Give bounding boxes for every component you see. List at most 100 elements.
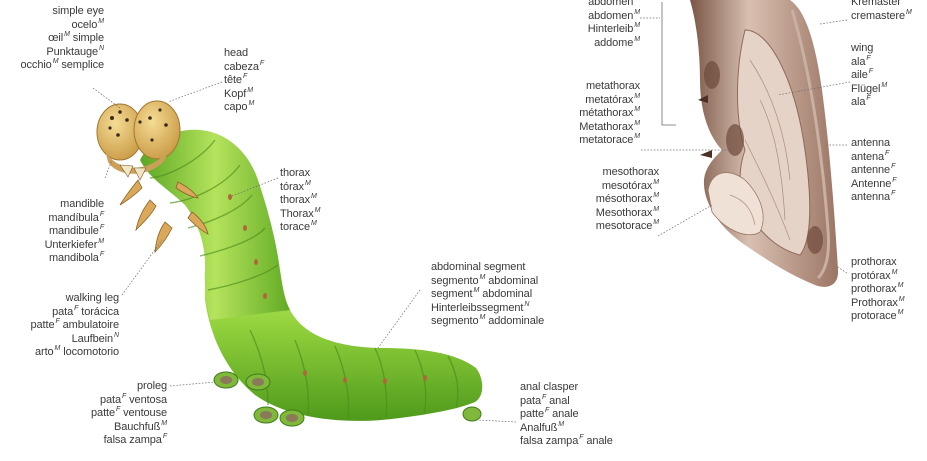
term-text: mésothorax <box>596 193 652 205</box>
label-line: thorax <box>280 167 320 181</box>
term-text: abdominal segment <box>431 261 525 273</box>
term-tail: semplice <box>58 59 104 71</box>
label-line: patteF anale <box>520 408 613 422</box>
term-tail: ambulatoire <box>60 319 119 331</box>
term-text: tórax <box>280 181 304 193</box>
gender-marker: N <box>99 45 104 52</box>
term-text: Unterkiefer <box>45 239 98 251</box>
gender-marker: M <box>248 100 254 107</box>
label-thorax: thoraxtóraxMthoraxMThoraxMtoraceM <box>280 167 320 235</box>
label-line: métathoraxM <box>579 107 640 121</box>
label-line: BauchfußM <box>91 421 167 435</box>
label-line: head <box>224 47 264 61</box>
label-line: ThoraxM <box>280 208 320 222</box>
term-tail: anale <box>583 435 612 447</box>
term-text: œil <box>48 32 63 44</box>
term-text: abdomen <box>588 10 633 22</box>
term-text: prothorax <box>851 283 897 295</box>
label-line: occhioM semplice <box>21 59 105 73</box>
gender-marker: M <box>161 420 167 427</box>
label-line: antenaF <box>851 151 896 165</box>
term-text: pata <box>100 394 121 406</box>
label-line: antennaF <box>851 191 896 205</box>
term-tail: anal <box>546 395 569 407</box>
label-line: prothoraxM <box>851 283 905 297</box>
label-line: abdomenM <box>588 10 640 24</box>
term-text: Flügel <box>851 83 880 95</box>
term-text: arto <box>35 346 54 358</box>
label-line: protoraceM <box>851 310 905 324</box>
pupa <box>690 0 838 287</box>
label-line: mesothorax <box>596 166 659 180</box>
gender-marker: F <box>891 190 895 197</box>
label-line: walking leg <box>31 292 120 306</box>
gender-marker: F <box>866 95 870 102</box>
gender-marker: F <box>100 211 104 218</box>
gender-marker: F <box>891 163 895 170</box>
gender-marker: N <box>114 332 119 339</box>
label-anal-clasper: anal clasperpataF analpatteF analeAnalfu… <box>520 381 613 449</box>
label-line: patteF ambulatoire <box>31 319 120 333</box>
term-text: Mesothorax <box>596 207 652 219</box>
gender-marker: F <box>100 224 104 231</box>
abdomen-bracket <box>662 2 676 125</box>
label-line: aileF <box>851 69 887 83</box>
label-line: prothorax <box>851 256 905 270</box>
term-text: Bauchfuß <box>114 421 160 433</box>
gender-marker: F <box>100 251 104 258</box>
term-text: protórax <box>851 270 891 282</box>
label-line: UnterkieferM <box>45 239 104 253</box>
label-walking-leg: walking legpataF torácicapatteF ambulato… <box>31 292 120 360</box>
label-line: mesotoraceM <box>596 220 659 234</box>
label-metathorax: metathoraxmetatóraxMmétathoraxMMetathora… <box>579 80 640 148</box>
term-tail: abdominal <box>479 288 532 300</box>
gender-marker: M <box>892 269 898 276</box>
term-tail: ventouse <box>120 407 167 419</box>
gender-marker: F <box>866 55 870 62</box>
label-line: simple eye <box>21 5 105 19</box>
label-line: KremasterM <box>851 0 912 10</box>
term-text: Kremaster <box>851 0 901 8</box>
term-text: Analfuß <box>520 422 557 434</box>
label-line: alaF <box>851 96 887 110</box>
term-text: Antenne <box>851 178 891 190</box>
gender-marker: M <box>311 220 317 227</box>
term-text: torace <box>280 221 310 233</box>
term-text: antenna <box>851 191 890 203</box>
term-text: mandible <box>60 198 104 210</box>
term-text: Thorax <box>280 208 314 220</box>
gender-marker: F <box>163 433 167 440</box>
label-line: alaF <box>851 56 887 70</box>
gender-marker: F <box>892 177 896 184</box>
term-text: mesotórax <box>602 180 652 192</box>
label-line: ProthoraxM <box>851 297 905 311</box>
term-text: ala <box>851 56 865 68</box>
term-text: falsa zampa <box>520 435 578 447</box>
label-proleg: prolegpataF ventosapatteF ventouseBauchf… <box>91 380 167 448</box>
term-tail: abdominal <box>485 275 538 287</box>
gender-marker: M <box>634 93 640 100</box>
gender-marker: M <box>898 282 904 289</box>
label-line: abdominal segment <box>431 261 544 275</box>
label-line: artoM locomotorio <box>31 346 120 360</box>
gender-marker: M <box>98 18 104 25</box>
label-line: pataF torácica <box>31 306 120 320</box>
term-text: metatórax <box>585 94 633 106</box>
term-text: Prothorax <box>851 297 898 309</box>
term-text: prothorax <box>851 256 897 268</box>
term-text: Hinterleib <box>588 23 633 35</box>
gender-marker: M <box>902 0 908 2</box>
label-line: segmentM abdominal <box>431 288 544 302</box>
gender-marker: M <box>247 87 253 94</box>
label-line: mandibolaF <box>45 252 104 266</box>
term-text: Kopf <box>224 88 246 100</box>
label-line: addomeM <box>588 37 640 51</box>
label-line: falsa zampaF anale <box>520 435 613 449</box>
label-line: metathorax <box>579 80 640 94</box>
label-line: AntenneF <box>851 178 896 192</box>
label-antenna: antennaantenaFantenneFAntenneFantennaF <box>851 137 896 205</box>
term-text: Hinterleibssegment <box>431 302 523 314</box>
term-text: ala <box>851 96 865 108</box>
term-text: patte <box>91 407 115 419</box>
term-text: head <box>224 47 248 59</box>
